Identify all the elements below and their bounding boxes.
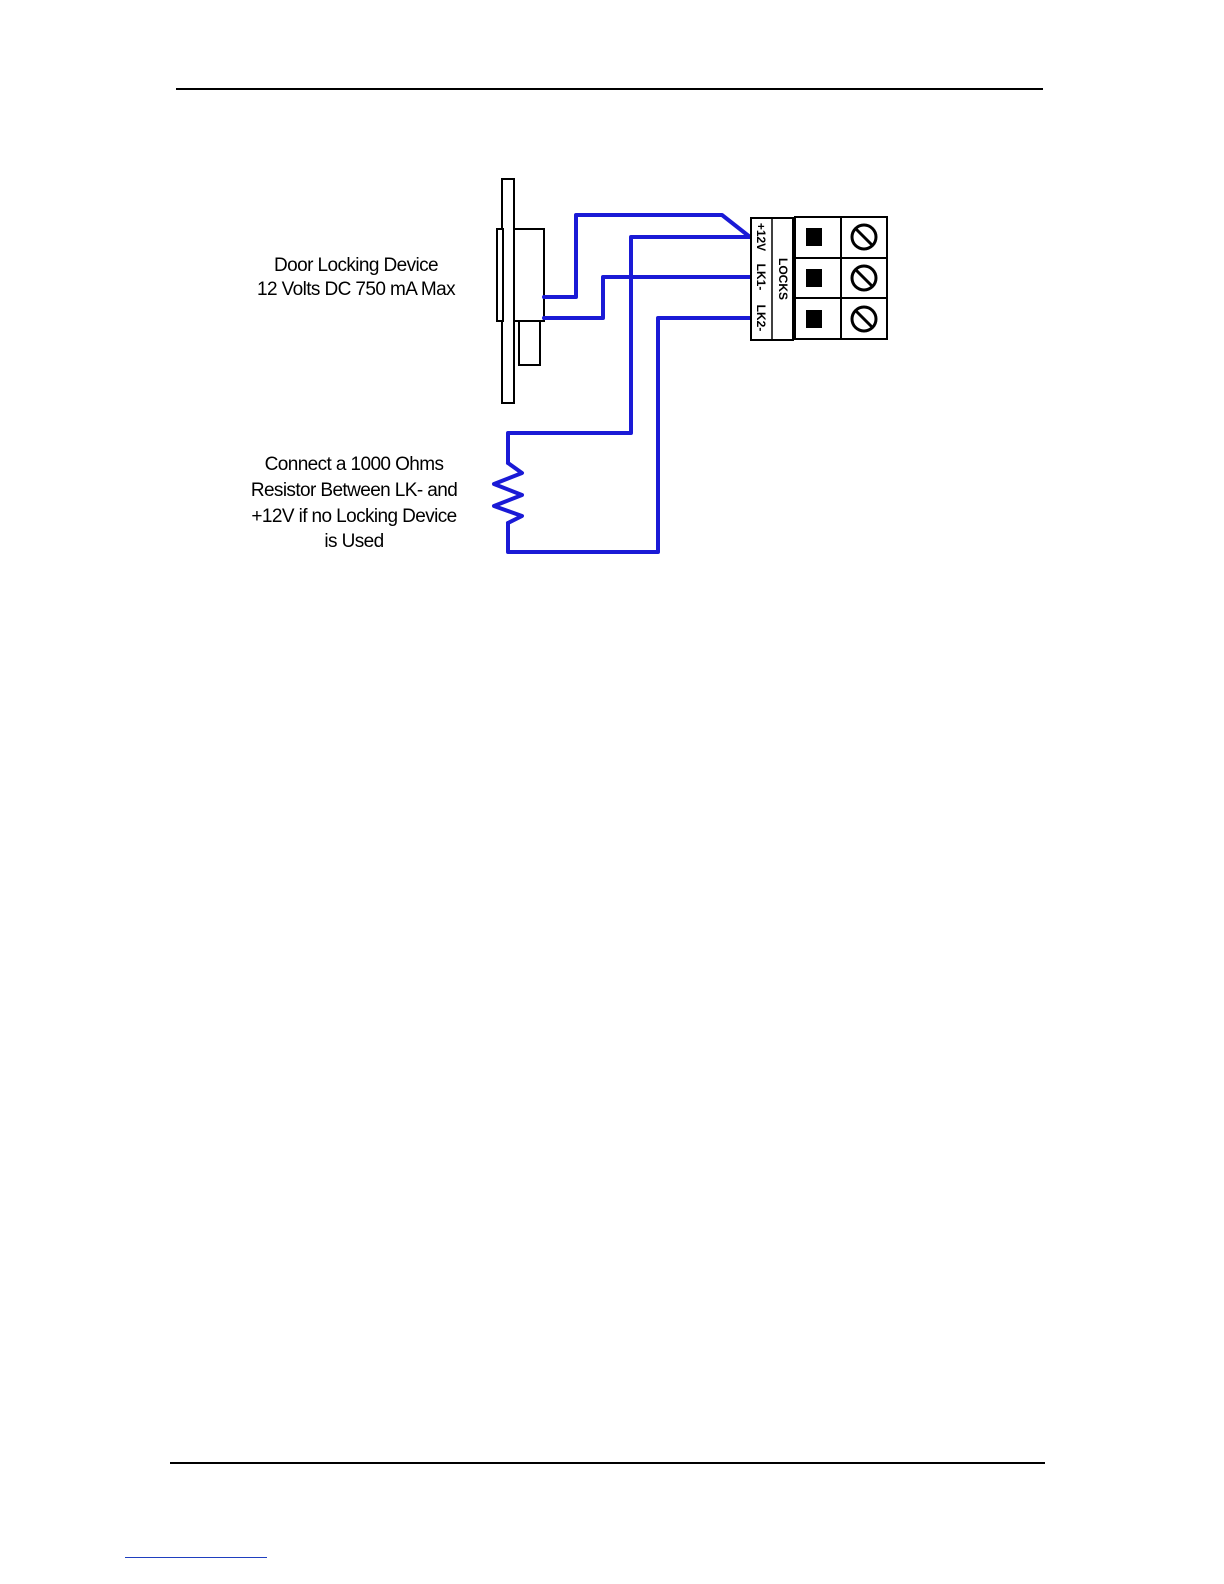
lock-plunger	[519, 321, 540, 365]
resistor-note-line3: +12V if no Locking Device	[251, 506, 456, 527]
terminal-pin-plus12v: +12V	[754, 223, 768, 251]
footer-link-underline	[125, 1557, 267, 1558]
resistor-note-line2: Resistor Between LK- and	[251, 480, 457, 501]
wiring-diagram: LOCKS +12V LK1- LK2- Door Locking Device…	[0, 0, 1224, 700]
terminal-pin-lk1: LK1-	[754, 264, 768, 291]
terminal-block: LOCKS +12V LK1- LK2-	[751, 217, 887, 340]
lock-body	[514, 229, 544, 321]
terminal-contact-2	[806, 269, 822, 287]
terminal-pin-lk2: LK2-	[754, 305, 768, 332]
resistor-note-line1: Connect a 1000 Ohms	[265, 454, 444, 475]
terminal-contact-3	[806, 310, 822, 328]
resistor-note-line4: is Used	[324, 531, 383, 552]
terminal-group-label: LOCKS	[776, 258, 790, 300]
door-locking-device	[497, 179, 544, 403]
resistor-zigzag	[494, 463, 522, 523]
lock-label-line2: 12 Volts DC 750 mA Max	[257, 279, 456, 300]
terminal-contact-1	[806, 228, 822, 246]
lock-label: Door Locking Device 12 Volts DC 750 mA M…	[257, 255, 456, 300]
wire-lock-to-plus12v	[544, 215, 750, 297]
resistor-note: Connect a 1000 Ohms Resistor Between LK-…	[251, 454, 457, 552]
lock-label-line1: Door Locking Device	[274, 255, 438, 276]
footer-rule	[170, 1462, 1045, 1464]
lock-plate-edge	[497, 229, 503, 321]
